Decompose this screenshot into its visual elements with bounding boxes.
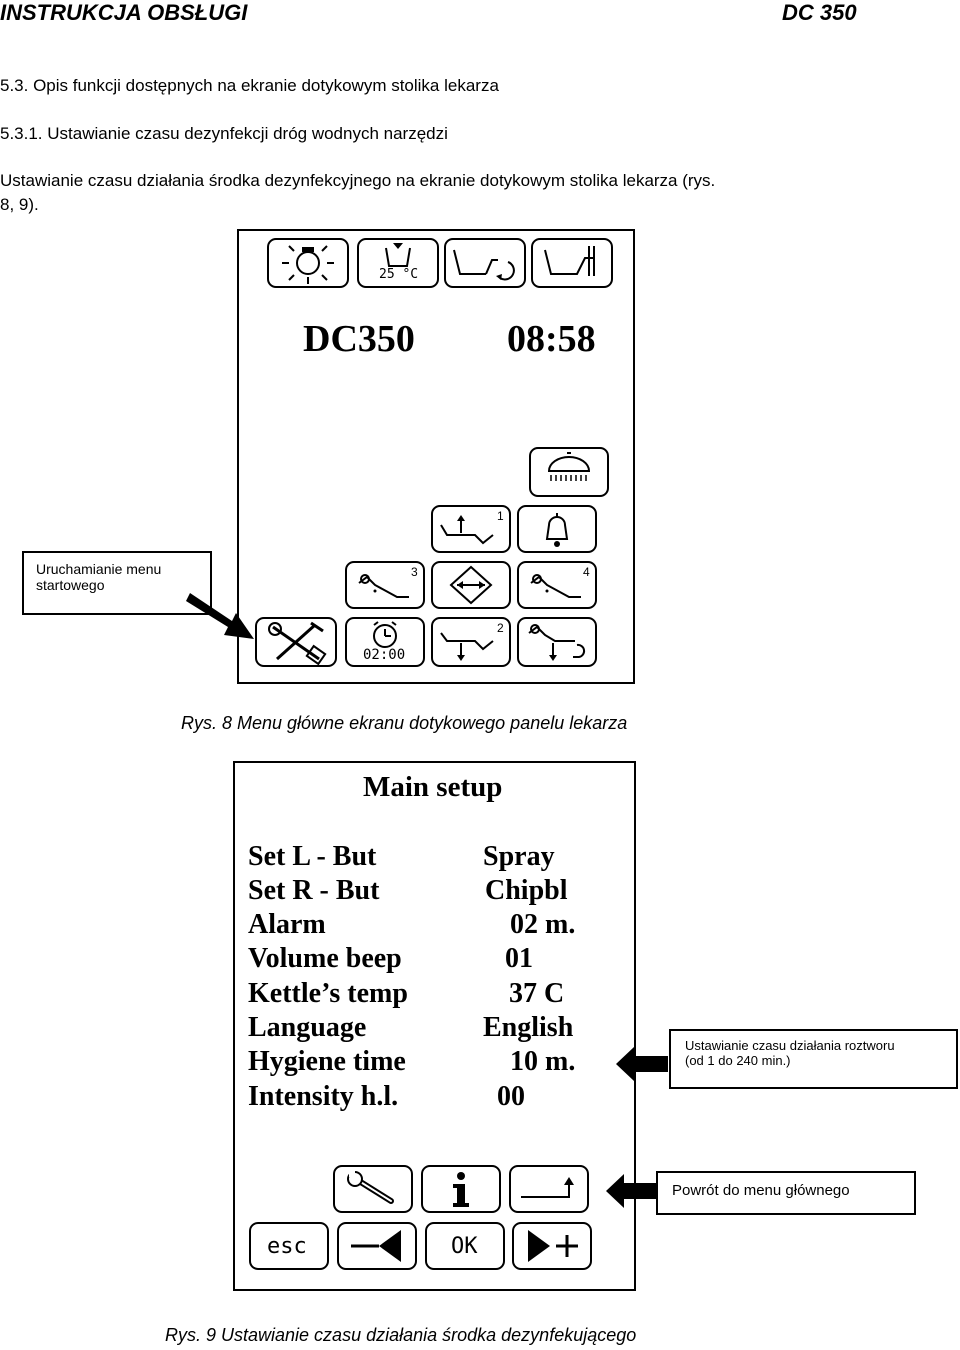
setting-value[interactable]: English <box>483 1012 574 1043</box>
setting-label: Hygiene time <box>248 1046 406 1077</box>
setting-value[interactable]: 37 C <box>509 978 565 1009</box>
figure-8-caption: Rys. 8 Menu główne ekranu dotykowego pan… <box>181 713 628 733</box>
chair-position-1-button[interactable]: 1 <box>431 505 511 553</box>
return-arrow-icon <box>521 1177 574 1198</box>
operating-light-icon <box>547 452 591 481</box>
setting-label: Language <box>248 1012 367 1043</box>
chair-position-4-icon <box>530 574 581 598</box>
lamp-icon <box>282 245 334 284</box>
device-name: DC350 <box>303 318 415 360</box>
setting-value[interactable]: 10 m. <box>510 1046 576 1077</box>
chair-position-3-icon <box>358 574 409 598</box>
spittoon-rinse-icon <box>453 249 515 281</box>
return-callout-text: Powrót do menu głównego <box>672 1182 850 1199</box>
esc-button[interactable]: esc <box>249 1222 329 1270</box>
setting-value[interactable]: Chipbl <box>485 875 568 906</box>
setting-label: Volume beep <box>248 943 402 974</box>
callout-text-line-1: Uruchamianie menu <box>36 561 162 577</box>
bell-button[interactable] <box>517 505 597 553</box>
increase-button[interactable] <box>512 1222 592 1270</box>
setting-value[interactable]: 00 <box>497 1081 525 1112</box>
operating-light-button[interactable] <box>529 447 609 497</box>
clock-display: 08:58 <box>507 318 596 360</box>
return-menu-callout: Powrót do menu głównego <box>656 1171 916 1215</box>
position-2-label: 2 <box>497 621 504 635</box>
lamp-button[interactable] <box>267 238 349 288</box>
alarm-clock-icon <box>373 621 397 648</box>
setting-value[interactable]: 01 <box>505 943 533 974</box>
chair-down-button[interactable] <box>517 617 597 667</box>
hygiene-callout-line-2: (od 1 do 240 min.) <box>685 1053 791 1068</box>
right-arrow-plus-icon <box>528 1230 578 1262</box>
tools-setup-icon <box>268 621 327 665</box>
setting-value[interactable]: Spray <box>483 841 555 872</box>
hygiene-arrow-icon <box>616 1047 668 1081</box>
ok-label: OK <box>451 1234 478 1259</box>
setting-label: Intensity h.l. <box>248 1081 399 1112</box>
return-button[interactable] <box>509 1165 589 1213</box>
main-setup-screen: Main setup Set L - But Spray Set R - But… <box>233 761 636 1291</box>
setting-label: Set L - But <box>248 841 377 872</box>
subsection-title: 5.3.1. Ustawianie czasu dezynfekcji dróg… <box>0 124 448 143</box>
paragraph-line-1: Ustawianie czasu działania środka dezynf… <box>0 171 716 190</box>
position-4-label: 4 <box>583 565 590 579</box>
position-1-label: 1 <box>497 509 504 523</box>
bell-icon <box>545 513 569 547</box>
kettle-temp-readout: 25 °C <box>379 267 419 282</box>
minus-left-arrow-icon <box>351 1230 401 1262</box>
paragraph-line-2: 8, 9). <box>0 195 39 214</box>
section-title: 5.3. Opis funkcji dostępnych na ekranie … <box>0 76 499 95</box>
setup-title: Main setup <box>363 771 503 803</box>
timer-readout: 02:00 <box>363 647 406 663</box>
info-button[interactable] <box>421 1165 501 1213</box>
chair-return-icon <box>544 246 595 276</box>
chair-move-icon <box>449 565 493 605</box>
chair-position-3-button[interactable]: 3 <box>345 561 425 609</box>
chair-position-4-button[interactable]: 4 <box>517 561 597 609</box>
hygiene-time-callout: Ustawianie czasu działania roztworu (od … <box>669 1029 958 1089</box>
position-3-label: 3 <box>411 565 418 579</box>
figure-9-caption: Rys. 9 Ustawianie czasu działania środka… <box>165 1325 637 1345</box>
document-model: DC 350 <box>782 0 857 25</box>
esc-label: esc <box>267 1234 307 1259</box>
chair-position-1-icon <box>440 515 494 545</box>
cup-heater-button[interactable]: 25 °C <box>357 238 439 288</box>
chair-move-button[interactable] <box>431 561 511 609</box>
setting-value[interactable]: 02 m. <box>510 909 576 940</box>
setting-label: Kettle’s temp <box>248 978 408 1009</box>
service-button[interactable] <box>333 1165 413 1213</box>
chair-position-2-button[interactable]: 2 <box>431 617 511 667</box>
setting-label: Alarm <box>248 909 326 940</box>
decrease-button[interactable] <box>337 1222 417 1270</box>
info-icon <box>453 1172 469 1207</box>
chair-return-button[interactable] <box>531 238 613 288</box>
wrench-icon <box>347 1171 394 1204</box>
startup-menu-callout: Uruchamianie menu startowego <box>22 551 212 615</box>
hygiene-callout-line-1: Ustawianie czasu działania roztworu <box>685 1038 895 1053</box>
callout-text-line-2: startowego <box>36 577 105 593</box>
alarm-clock-button[interactable]: 02:00 <box>345 617 425 667</box>
return-callout-arrow-icon <box>606 1174 658 1208</box>
callout-arrow-icon <box>186 593 254 639</box>
tools-setup-button[interactable] <box>255 617 337 667</box>
spittoon-rinse-button[interactable] <box>444 238 526 288</box>
setting-label: Set R - But <box>248 875 380 906</box>
chair-position-2-icon <box>440 632 494 661</box>
main-menu-screen: 25 °C DC350 08:58 <box>237 229 635 684</box>
chair-down-icon <box>528 624 586 661</box>
cup-heater-icon <box>385 243 411 267</box>
document-title: INSTRUKCJA OBSŁUGI <box>0 0 248 25</box>
ok-button[interactable]: OK <box>425 1222 505 1270</box>
